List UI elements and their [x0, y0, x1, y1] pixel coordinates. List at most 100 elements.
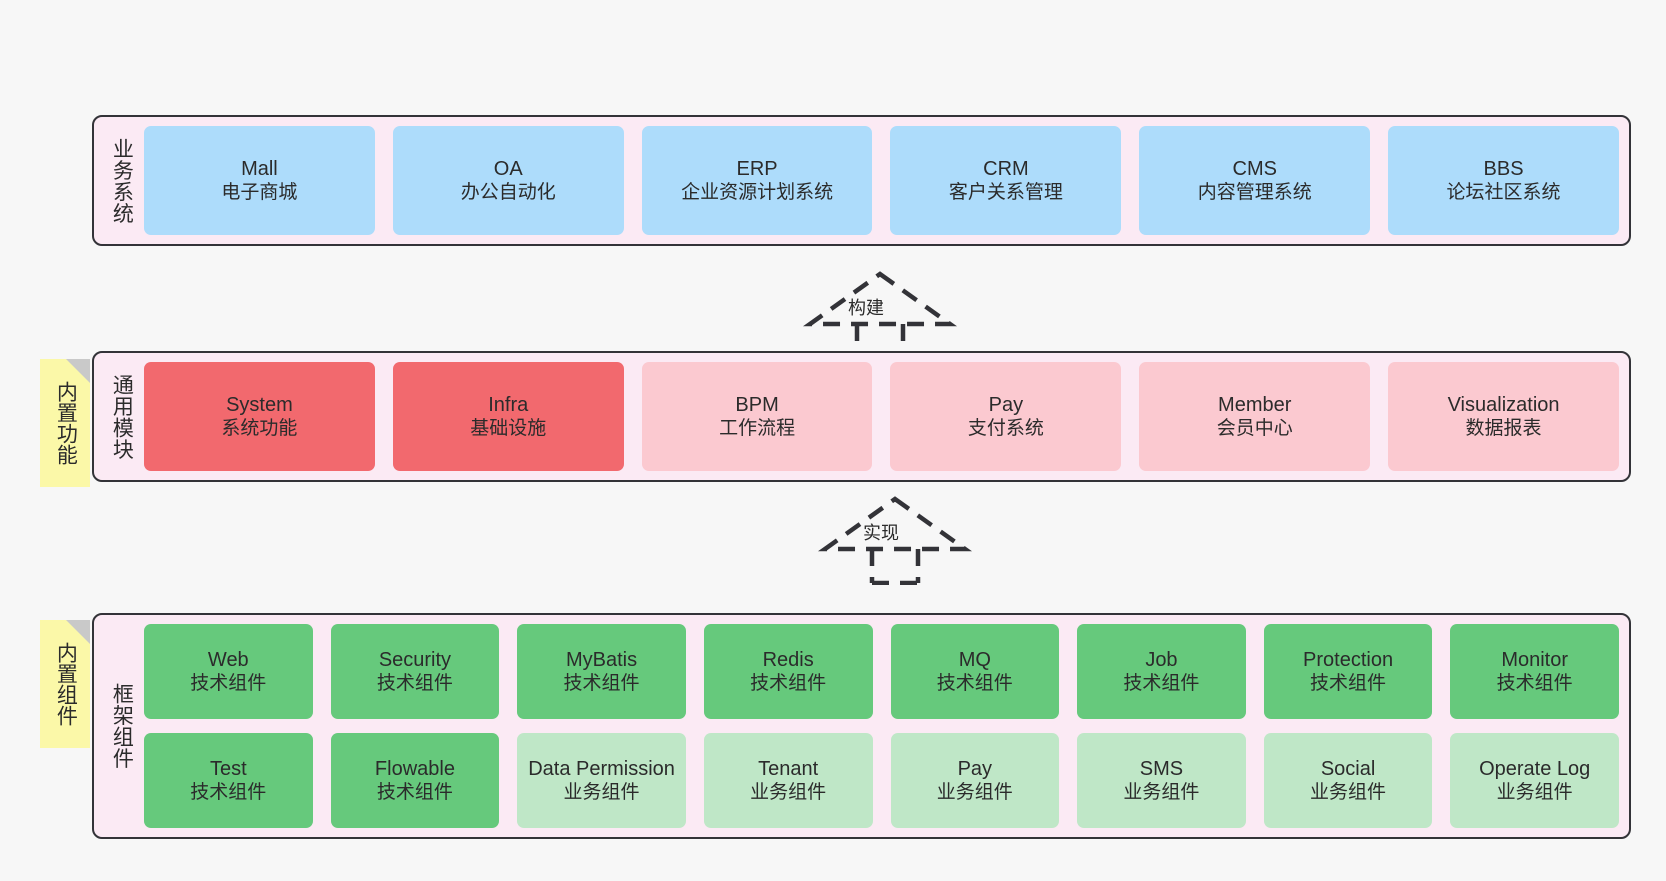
- card-mybatis[interactable]: MyBatis 技术组件: [517, 624, 686, 719]
- note-builtin-function: 内置功能: [40, 359, 90, 487]
- layer-title-common-module: 通用模块: [110, 373, 134, 460]
- card-title: Social: [1320, 757, 1376, 780]
- card-title: MyBatis: [566, 648, 638, 671]
- card-monitor[interactable]: Monitor 技术组件: [1450, 624, 1619, 719]
- card-subtitle: 业务组件: [750, 782, 827, 804]
- card-redis[interactable]: Redis 技术组件: [703, 624, 873, 719]
- card-test[interactable]: Test 技术组件: [144, 733, 313, 828]
- card-subtitle: 基础设施: [470, 418, 547, 440]
- card-subtitle: 技术组件: [1310, 673, 1387, 695]
- card-subtitle: 技术组件: [750, 673, 827, 695]
- card-pay[interactable]: Pay 支付系统: [890, 362, 1122, 471]
- card-title: Member: [1218, 393, 1292, 416]
- card-job[interactable]: Job 技术组件: [1077, 624, 1246, 719]
- card-title: Job: [1145, 648, 1178, 671]
- card-title: Security: [378, 648, 452, 671]
- card-operate-log[interactable]: Operate Log 业务组件: [1450, 733, 1619, 828]
- card-subtitle: 技术组件: [190, 782, 267, 804]
- card-subtitle: 办公自动化: [460, 182, 556, 204]
- layer-business-system: 业务系统 Mall 电子商城 OA 办公自动化 ERP 企业资源计划系统 CRM…: [92, 115, 1631, 246]
- card-subtitle: 业务组件: [1496, 782, 1573, 804]
- card-infra[interactable]: Infra 基础设施: [392, 362, 624, 471]
- card-subtitle: 数据报表: [1465, 418, 1542, 440]
- card-subtitle: 支付系统: [967, 418, 1044, 440]
- card-erp[interactable]: ERP 企业资源计划系统: [641, 126, 873, 235]
- card-crm[interactable]: CRM 客户关系管理: [890, 126, 1122, 235]
- card-title: Web: [207, 648, 249, 671]
- card-protection[interactable]: Protection 技术组件: [1263, 624, 1433, 719]
- card-subtitle: 论坛社区系统: [1446, 182, 1561, 204]
- card-subtitle: 技术组件: [376, 673, 453, 695]
- card-subtitle: 客户关系管理: [948, 182, 1063, 204]
- card-title: SMS: [1139, 757, 1184, 780]
- card-pay-component[interactable]: Pay 业务组件: [890, 733, 1060, 828]
- layer-body-framework-component: Web 技术组件 Security 技术组件 MyBatis 技术组件 Redi…: [144, 624, 1619, 828]
- layer-body-business-system: Mall 电子商城 OA 办公自动化 ERP 企业资源计划系统 CRM 客户关系…: [144, 126, 1619, 235]
- card-title: Redis: [762, 648, 814, 671]
- card-title: CMS: [1232, 157, 1277, 180]
- layer-title-business-system: 业务系统: [110, 137, 134, 224]
- card-bpm[interactable]: BPM 工作流程: [641, 362, 873, 471]
- card-title: ERP: [736, 157, 778, 180]
- layer-title-framework-component: 框架组件: [110, 683, 134, 769]
- card-title: System: [226, 393, 293, 416]
- card-row: System 系统功能 Infra 基础设施 BPM 工作流程 Pay 支付系统…: [144, 362, 1619, 471]
- card-title: MQ: [958, 648, 991, 671]
- card-row: Test 技术组件 Flowable 技术组件 Data Permission …: [144, 733, 1619, 828]
- card-subtitle: 电子商城: [221, 182, 298, 204]
- card-title: Protection: [1303, 648, 1394, 671]
- card-subtitle: 技术组件: [936, 673, 1013, 695]
- note-label: 内置组件: [54, 642, 78, 726]
- card-title: CRM: [983, 157, 1029, 180]
- card-subtitle: 工作流程: [719, 418, 796, 440]
- card-title: BBS: [1483, 157, 1524, 180]
- card-member[interactable]: Member 会员中心: [1139, 362, 1371, 471]
- card-web[interactable]: Web 技术组件: [144, 624, 313, 719]
- card-subtitle: 业务组件: [1123, 782, 1200, 804]
- card-subtitle: 企业资源计划系统: [681, 182, 834, 204]
- card-flowable[interactable]: Flowable 技术组件: [330, 733, 500, 828]
- card-security[interactable]: Security 技术组件: [330, 624, 500, 719]
- card-subtitle: 技术组件: [1123, 673, 1200, 695]
- card-mq[interactable]: MQ 技术组件: [890, 624, 1060, 719]
- card-title: Infra: [488, 393, 529, 416]
- card-mall[interactable]: Mall 电子商城: [144, 126, 375, 235]
- layer-framework-component: 框架组件 Web 技术组件 Security 技术组件 MyBatis 技术组件…: [92, 613, 1631, 839]
- layer-body-common-module: System 系统功能 Infra 基础设施 BPM 工作流程 Pay 支付系统…: [144, 362, 1619, 471]
- card-title: Visualization: [1447, 393, 1560, 416]
- connector-implement-label: 实现: [863, 523, 899, 543]
- card-subtitle: 内容管理系统: [1197, 182, 1312, 204]
- card-row: Web 技术组件 Security 技术组件 MyBatis 技术组件 Redi…: [144, 624, 1619, 719]
- card-title: Monitor: [1501, 648, 1569, 671]
- card-social[interactable]: Social 业务组件: [1263, 733, 1433, 828]
- card-subtitle: 业务组件: [936, 782, 1013, 804]
- card-title: Mall: [241, 157, 278, 180]
- card-title: Test: [209, 757, 247, 780]
- card-title: BPM: [735, 393, 779, 416]
- card-title: Flowable: [374, 757, 455, 780]
- note-label: 内置功能: [54, 381, 78, 465]
- card-subtitle: 业务组件: [1310, 782, 1387, 804]
- card-title: Data Permission: [528, 757, 675, 780]
- card-cms[interactable]: CMS 内容管理系统: [1139, 126, 1371, 235]
- card-row: Mall 电子商城 OA 办公自动化 ERP 企业资源计划系统 CRM 客户关系…: [144, 126, 1619, 235]
- layer-common-module: 通用模块 System 系统功能 Infra 基础设施 BPM 工作流程 Pay…: [92, 351, 1631, 482]
- card-oa[interactable]: OA 办公自动化: [392, 126, 624, 235]
- card-subtitle: 业务组件: [563, 782, 640, 804]
- card-subtitle: 会员中心: [1216, 418, 1293, 440]
- card-system[interactable]: System 系统功能: [144, 362, 375, 471]
- connector-build-label: 构建: [848, 298, 884, 318]
- card-visualization[interactable]: Visualization 数据报表: [1388, 362, 1619, 471]
- note-builtin-component: 内置组件: [40, 620, 90, 748]
- card-subtitle: 系统功能: [221, 418, 298, 440]
- card-bbs[interactable]: BBS 论坛社区系统: [1388, 126, 1619, 235]
- card-subtitle: 技术组件: [1496, 673, 1573, 695]
- card-title: Operate Log: [1479, 757, 1591, 780]
- card-subtitle: 技术组件: [190, 673, 267, 695]
- card-subtitle: 技术组件: [376, 782, 453, 804]
- card-sms[interactable]: SMS 业务组件: [1077, 733, 1246, 828]
- card-title: OA: [493, 157, 523, 180]
- card-data-permission[interactable]: Data Permission 业务组件: [517, 733, 686, 828]
- card-tenant[interactable]: Tenant 业务组件: [703, 733, 873, 828]
